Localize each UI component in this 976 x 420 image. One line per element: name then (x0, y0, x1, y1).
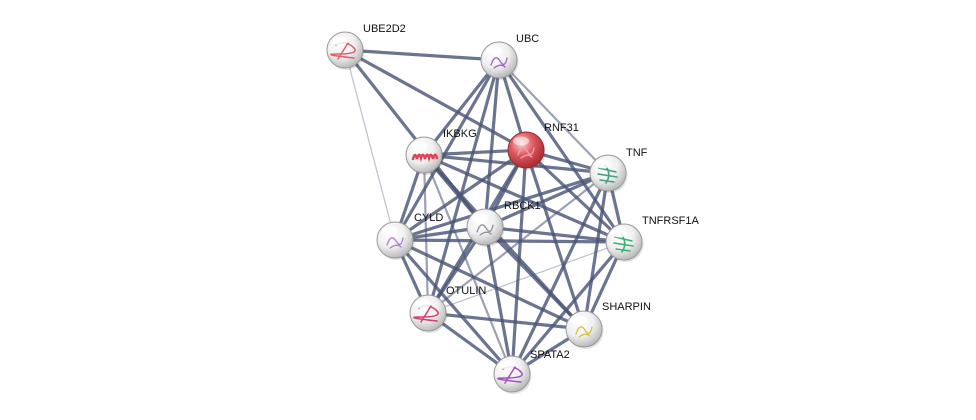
node-sphere[interactable] (409, 294, 447, 332)
edge-otulin-sharpin[interactable] (426, 311, 586, 331)
edge-cyld-sharpin[interactable] (393, 238, 586, 331)
edge-rbck1-sharpin[interactable] (483, 225, 586, 331)
node-label-otulin: OTULIN (446, 285, 486, 297)
protein-structure-icon (476, 224, 494, 236)
protein-structure-icon (490, 57, 508, 69)
node-sphere[interactable] (326, 31, 364, 69)
edge-tnf-cyld[interactable] (393, 171, 610, 242)
edge-ubc-otulin[interactable] (426, 58, 501, 315)
edge-ube2d2-ubc[interactable] (343, 48, 501, 62)
edge-rnf31-cyld[interactable] (393, 148, 528, 242)
edge-ubc-cyld[interactable] (393, 58, 501, 242)
node-label-tnf: TNF (626, 147, 648, 159)
node-highlight (499, 360, 515, 370)
node-highlight (332, 36, 348, 46)
edge-ubc-rbck1[interactable] (483, 58, 501, 229)
node-label-rbck1: RBCK1 (504, 200, 541, 212)
node-highlight (472, 213, 488, 223)
edge-rbck1-spata2[interactable] (483, 225, 514, 376)
edge-cyld-spata2[interactable] (393, 238, 514, 376)
node-spata2[interactable] (493, 355, 532, 394)
node-label-ube2d2: UBE2D2 (363, 23, 406, 35)
node-layer (326, 31, 644, 394)
node-sphere[interactable] (493, 355, 531, 393)
edge-rnf31-tnfrsf1a[interactable] (524, 148, 626, 244)
edge-ikbkg-spata2[interactable] (422, 153, 514, 376)
node-sharpin[interactable] (565, 310, 604, 349)
node-otulin[interactable] (409, 294, 448, 333)
edge-tnfrsf1a-spata2[interactable] (510, 240, 626, 376)
node-highlight (415, 299, 431, 309)
node-label-rnf31: RNF31 (544, 122, 579, 134)
edge-tnf-sharpin[interactable] (582, 171, 610, 331)
node-label-tnfrsf1a: TNFRSF1A (642, 215, 700, 227)
edge-tnf-spata2[interactable] (510, 171, 610, 376)
node-tnfrsf1a[interactable] (605, 223, 644, 262)
protein-structure-icon (613, 233, 634, 253)
edge-ubc-tnf[interactable] (497, 58, 610, 175)
node-label-sharpin: SHARPIN (602, 301, 651, 313)
node-highlight (411, 141, 427, 151)
edge-ube2d2-rnf31[interactable] (343, 48, 528, 152)
edge-ubc-ikbkg[interactable] (422, 58, 501, 157)
node-highlight (486, 46, 502, 56)
node-ubc[interactable] (480, 41, 519, 80)
protein-structure-icon (597, 164, 618, 184)
node-highlight (611, 228, 627, 238)
node-highlight (571, 315, 587, 325)
protein-structure-icon (411, 153, 439, 163)
node-rbck1[interactable] (466, 208, 505, 247)
edge-tnf-otulin[interactable] (426, 171, 610, 315)
protein-structure-icon (517, 147, 535, 159)
node-label-ikbkg: IKBKG (443, 128, 477, 140)
edge-tnfrsf1a-otulin[interactable] (427, 241, 625, 314)
protein-structure-icon (386, 237, 404, 249)
node-highlight (382, 226, 398, 236)
edge-tnf-rbck1[interactable] (483, 171, 610, 229)
node-rnf31[interactable] (507, 131, 546, 170)
node-label-spata2: SPATA2 (530, 349, 570, 361)
edge-ube2d2-cyld[interactable] (344, 49, 396, 241)
node-ube2d2[interactable] (326, 31, 365, 70)
node-ikbkg[interactable] (405, 136, 444, 175)
node-label-cyld: CYLD (414, 212, 443, 224)
edge-rbck1-tnfrsf1a[interactable] (483, 225, 626, 244)
node-label-ubc: UBC (516, 33, 539, 45)
protein-structure-icon (575, 326, 593, 338)
node-tnf[interactable] (589, 154, 628, 193)
edge-cyld-tnfrsf1a[interactable] (393, 238, 626, 244)
node-highlight (513, 136, 529, 146)
node-cyld[interactable] (376, 221, 415, 260)
node-highlight (595, 159, 611, 169)
